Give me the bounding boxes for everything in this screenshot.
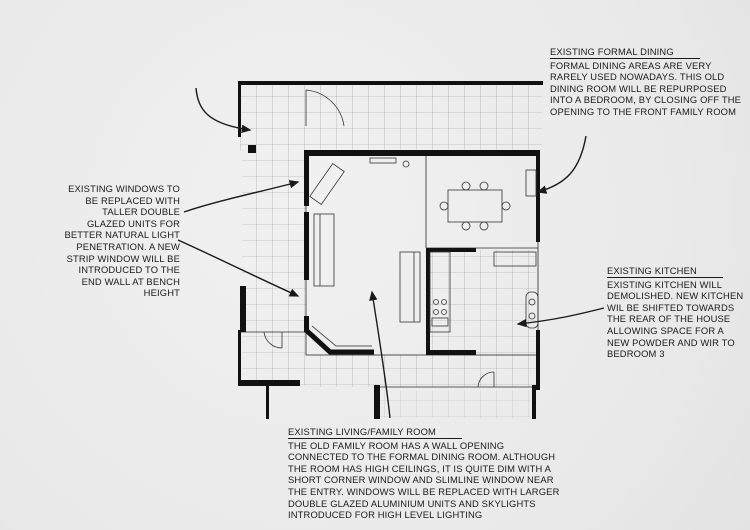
- dining-furniture: [439, 169, 537, 231]
- note-body: THE OLD FAMILY ROOM HAS A WALL OPENING C…: [288, 439, 560, 521]
- bay-window: [304, 325, 374, 355]
- note-body: EXISTING WINDOWS TO BE REPLACED WITH TAL…: [64, 183, 180, 299]
- note-body: FORMAL DINING AREAS ARE VERY RARELY USED…: [550, 59, 742, 117]
- note-existing-kitchen: EXISTING KITCHEN EXISTING KITCHEN WILL D…: [607, 265, 747, 360]
- door-swings: [263, 89, 495, 388]
- annotation-arrows: [177, 87, 605, 419]
- kitchen-fixtures: [429, 251, 539, 333]
- note-existing-living-family-room: EXISTING LIVING/FAMILY ROOM THE OLD FAMI…: [288, 426, 560, 521]
- walls: [238, 81, 543, 419]
- note-heading: EXISTING LIVING/FAMILY ROOM: [288, 426, 463, 439]
- paving-areas: [240, 85, 542, 418]
- note-heading: EXISTING FORMAL DINING: [550, 46, 700, 59]
- living-furniture: [309, 157, 421, 323]
- note-existing-formal-dining: EXISTING FORMAL DINING FORMAL DINING ARE…: [550, 46, 745, 118]
- note-existing-windows: EXISTING WINDOWS TO BE REPLACED WITH TAL…: [62, 183, 180, 299]
- note-heading: EXISTING KITCHEN: [607, 265, 723, 278]
- note-body: EXISTING KITCHEN WILL DEMOLISHED. NEW KI…: [607, 278, 744, 360]
